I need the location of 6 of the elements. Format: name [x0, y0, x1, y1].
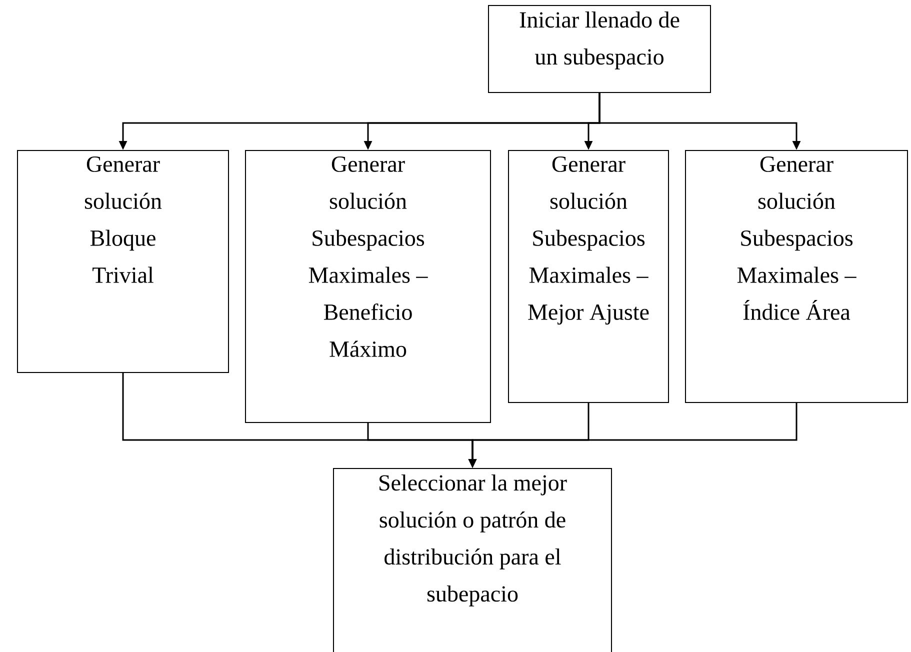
process-box: Generar solución Subespacios Maximales – Mejor Ajuste	[508, 150, 669, 403]
process-box: Iniciar llenado de un subespacio	[488, 5, 711, 93]
process-box: Generar solución Subespacios Maximales – Índice Área	[685, 150, 908, 403]
process-box: Seleccionar la mejor solución o patrón de distribución para el subepacio	[333, 468, 612, 652]
process-box: Generar solución Subespacios Maximales – Beneficio Máximo	[245, 150, 491, 423]
process-box: Generar solución Bloque Trivial	[17, 150, 229, 373]
